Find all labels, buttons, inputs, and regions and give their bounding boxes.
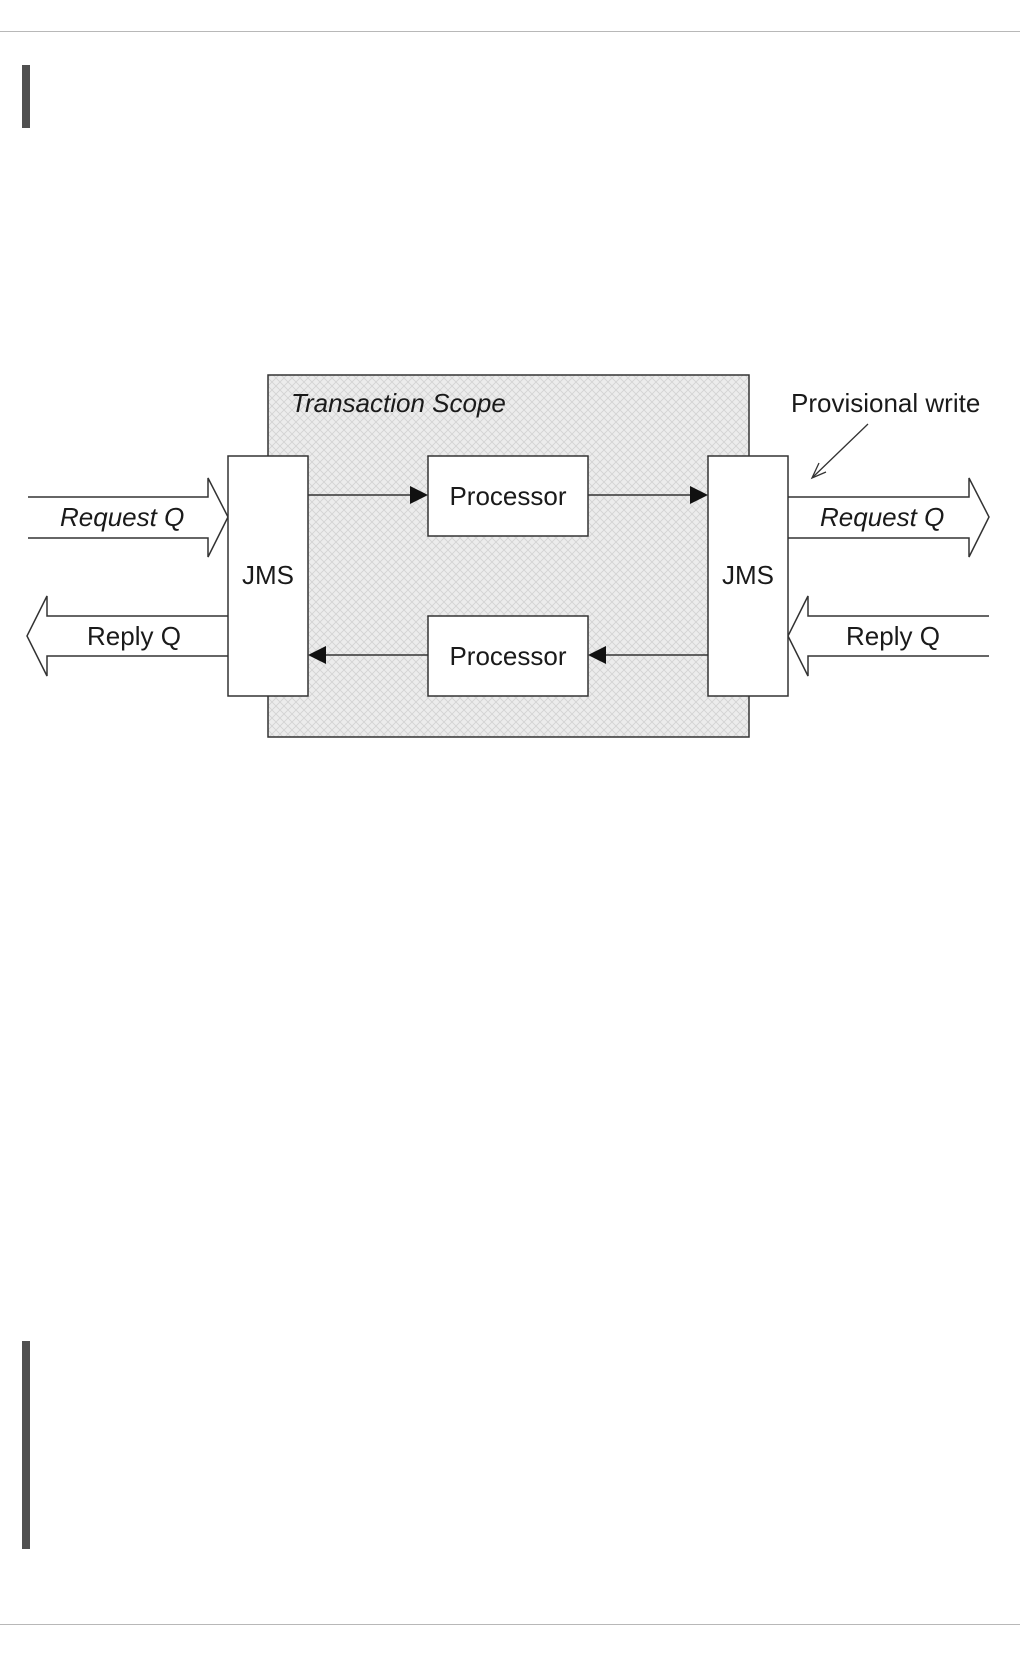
right-request-queue-label: Request Q [820, 502, 944, 532]
provisional-write-label: Provisional write [791, 388, 980, 418]
admonition-bar-top [22, 65, 30, 128]
provisional-write-pointer-line [812, 423, 869, 478]
reply-flow-arrowhead-2 [308, 646, 326, 664]
header-divider [0, 31, 1020, 32]
right-reply-queue-label: Reply Q [846, 621, 940, 651]
reply-processor-box [427, 615, 589, 697]
reply-flow-arrowhead-1 [588, 646, 606, 664]
left-reply-queue-label: Reply Q [87, 621, 181, 651]
left-request-queue-label: Request Q [60, 502, 184, 532]
request-processor-label: Processor [449, 481, 566, 511]
left-jms-label: JMS [242, 560, 294, 590]
left-reply-queue-arrow [26, 595, 228, 677]
request-flow-arrowhead-1 [410, 486, 428, 504]
footer-divider [0, 1624, 1020, 1625]
right-jms-endpoint [707, 455, 789, 697]
admonition-bar-bottom [22, 1341, 30, 1549]
provisional-write-pointer-head [810, 462, 827, 480]
request-processor-box [427, 455, 589, 537]
transaction-scope-label: Transaction Scope [291, 388, 506, 418]
jms-transaction-diagram: Transaction Scope Request Q Reply Q Requ… [26, 374, 990, 738]
request-flow-arrowhead-2 [690, 486, 708, 504]
reply-processor-label: Processor [449, 641, 566, 671]
left-jms-endpoint [227, 455, 309, 697]
right-request-queue-arrow [788, 477, 990, 558]
right-jms-label: JMS [722, 560, 774, 590]
